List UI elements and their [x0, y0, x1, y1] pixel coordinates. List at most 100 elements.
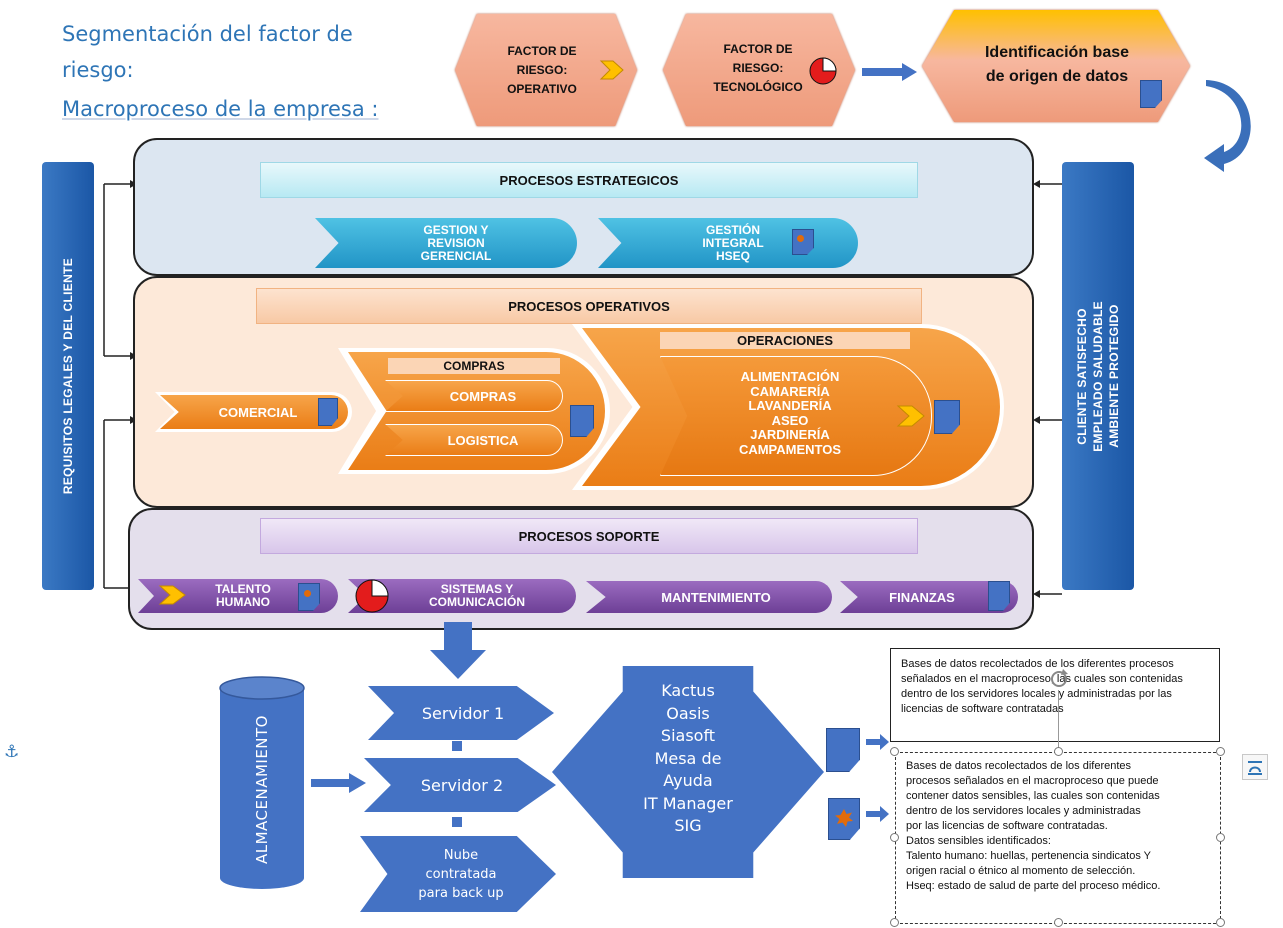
resize-handle[interactable] [1216, 747, 1225, 756]
note-box-2-line: procesos señalados en el macroproceso qu… [906, 775, 1159, 787]
note-box-2-line: Datos sensibles identificados: [906, 835, 1051, 847]
logistica-item-label: LOGISTICA [447, 432, 519, 448]
strategic-item-gestion-revision: GESTION Y REVISION GERENCIAL [315, 218, 577, 268]
risk-factor-technological-l1: FACTOR DE [723, 42, 793, 56]
operaciones-list: ALIMENTACIÓN CAMARERÍA LAVANDERÍA ASEO J… [700, 369, 880, 457]
note-box-1-text: Bases de datos recolectados de los difer… [901, 658, 1183, 715]
risk-factor-technological-l3: TECNOLÓGICO [713, 80, 803, 94]
strategic-item-1-l1: GESTION Y [423, 222, 489, 237]
comercial-label: COMERCIAL [218, 404, 298, 420]
strategic-processes-band [133, 138, 1034, 276]
curved-arrow-icon [1204, 80, 1251, 172]
document-icon [318, 398, 338, 426]
support-item-mantenimiento: MANTENIMIENTO [586, 581, 832, 613]
data-origin-l1: Identificación base [984, 44, 1130, 61]
chevron-marker-icon [158, 585, 186, 605]
strategic-item-2-l2: INTEGRAL [702, 235, 764, 250]
rotate-handle-icon[interactable] [1048, 668, 1070, 690]
layout-options-button[interactable] [1242, 754, 1268, 780]
client-satisfied-bar: CLIENTE SATISFECHO EMPLEADO SALUDABLE AM… [1062, 162, 1134, 590]
software-item: IT Manager [643, 793, 733, 813]
storage-cylinder: ALMACENAMIENTO [218, 676, 306, 890]
support-mantenimiento-label: MANTENIMIENTO [661, 589, 771, 605]
right-bar-line-2: EMPLEADO SALUDABLE [1091, 300, 1105, 452]
software-item: Ayuda [663, 771, 713, 790]
strategic-item-hseq: GESTIÓN INTEGRAL HSEQ [598, 218, 858, 268]
right-connectors [1033, 180, 1062, 598]
strategic-item-2-l3: HSEQ [715, 248, 750, 263]
chevron-marker-icon [599, 60, 624, 80]
note-box-databases[interactable]: Bases de datos recolectados de los difer… [890, 648, 1220, 742]
strategic-item-2-l1: GESTIÓN [705, 222, 760, 237]
chevron-marker-icon [896, 405, 925, 427]
software-item: Siasoft [660, 726, 716, 745]
note-box-2-line: contener datos sensibles, las cuales son… [906, 790, 1160, 802]
operative-header: PROCESOS OPERATIVOS [256, 288, 922, 324]
right-bar-line-3: AMBIENTE PROTEGIDO [1107, 304, 1121, 448]
server-2-label: Servidor 2 [420, 775, 504, 795]
document-icon [570, 405, 594, 437]
resize-handle[interactable] [1054, 918, 1063, 927]
support-talento-l2: HUMANO [216, 595, 270, 609]
cloud-backup: Nube contratada para back up [360, 836, 556, 912]
data-origin-l2: de origen de datos [985, 68, 1129, 85]
note-box-2-line: por las licencias de software contratada… [906, 820, 1108, 832]
server-2: Servidor 2 [364, 758, 556, 812]
server-1: Servidor 1 [368, 686, 554, 740]
arrow-down-icon [430, 622, 486, 679]
support-header: PROCESOS SOPORTE [260, 518, 918, 554]
sensitive-marker-icon [835, 809, 853, 827]
comercial-item: COMERCIAL [160, 395, 348, 429]
software-item: SIG [674, 816, 702, 835]
resize-handle[interactable] [890, 833, 899, 842]
plus-connector [452, 741, 462, 751]
note-box-2-line: Bases de datos recolectados de los difer… [906, 760, 1132, 772]
plus-connector [452, 817, 462, 827]
server-1-label: Servidor 1 [421, 703, 505, 723]
risk-factor-technological: FACTOR DE RIESGO: TECNOLÓGICO [663, 14, 855, 126]
cloud-line-2: contratada [425, 866, 497, 882]
macroprocess-subtitle: Macroproceso de la empresa : [62, 97, 379, 121]
support-sistemas-l1: SISTEMAS Y [440, 582, 514, 596]
anchor-icon[interactable]: ⚓ [4, 742, 20, 762]
operaciones-item: LAVANDERÍA [748, 398, 832, 413]
operaciones-item: CAMPAMENTOS [738, 441, 842, 457]
title-line-2: riesgo: [62, 58, 134, 82]
sensitive-marker-icon [304, 590, 311, 597]
support-talento-l1: TALENTO [215, 582, 271, 596]
pie-chart-icon [809, 57, 837, 85]
resize-handle[interactable] [890, 747, 899, 756]
compras-item-label: COMPRAS [449, 388, 517, 404]
risk-factor-operative-l1: FACTOR DE [507, 44, 577, 58]
software-item: Kactus [661, 681, 715, 700]
cloud-line-1: Nube [443, 847, 479, 863]
document-icon [826, 728, 860, 772]
operaciones-inner [660, 356, 932, 476]
pie-chart-icon [355, 579, 389, 613]
resize-handle[interactable] [890, 918, 899, 927]
software-item: Oasis [666, 703, 710, 723]
operaciones-item: ALIMENTACIÓN [740, 369, 840, 384]
arrow-right-icon [866, 734, 889, 750]
legal-requirements-bar: REQUISITOS LEGALES Y DEL CLIENTE [42, 162, 94, 590]
note-box-2-line: Hseq: estado de salud de parte del proce… [906, 880, 1161, 892]
resize-handle[interactable] [1216, 833, 1225, 842]
document-icon [988, 581, 1010, 611]
operaciones-item: ASEO [771, 412, 809, 428]
sensitive-marker-icon [797, 235, 804, 242]
arrow-right-icon [311, 773, 366, 793]
note-box-2-line: dentro de los servidores locales y admin… [906, 805, 1141, 817]
layout-options-icon [1248, 761, 1262, 775]
operaciones-header: OPERACIONES [660, 332, 910, 349]
document-icon [1140, 80, 1162, 108]
cylinder-icon [219, 676, 305, 889]
document-icon [934, 400, 960, 434]
cloud-line-3: para back up [418, 885, 504, 901]
arrow-right-icon [866, 806, 889, 822]
resize-handle[interactable] [1216, 918, 1225, 927]
strategic-item-1-l2: REVISION [427, 235, 485, 250]
support-sistemas-l2: COMUNICACIÓN [429, 595, 525, 609]
compras-item: COMPRAS [385, 380, 563, 412]
note-box-sensitive-data[interactable]: Bases de datos recolectados de los difer… [895, 752, 1221, 924]
resize-handle[interactable] [1054, 747, 1063, 756]
